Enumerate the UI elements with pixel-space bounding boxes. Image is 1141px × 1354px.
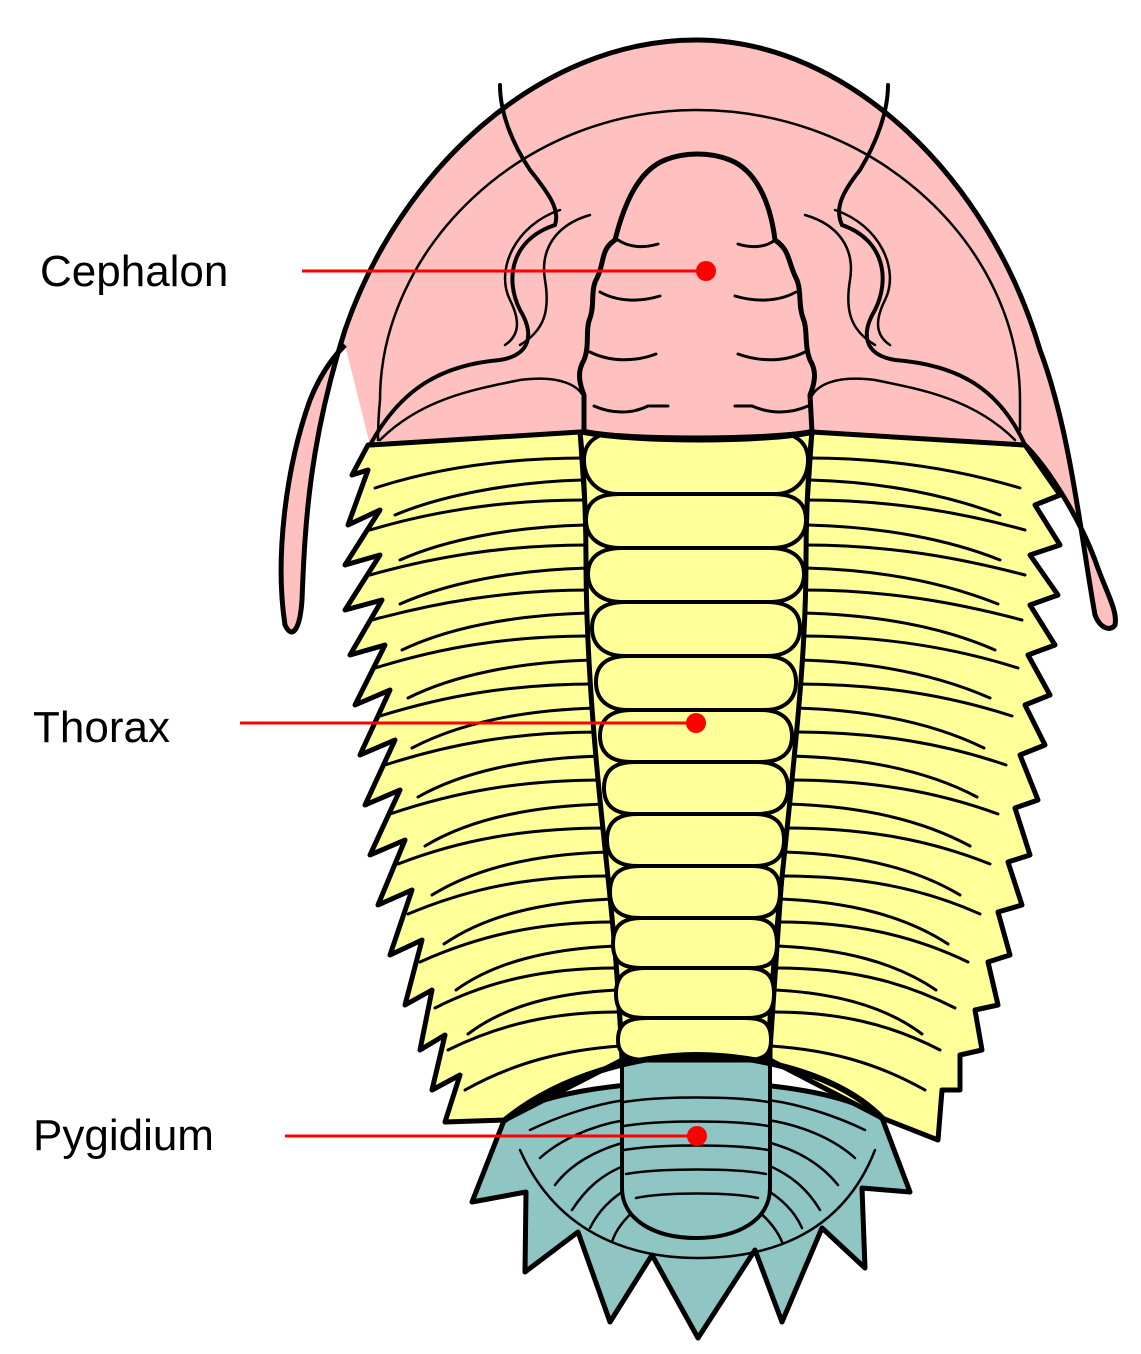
glabella (577, 151, 817, 441)
label-pygidium-group: Pygidium (33, 1111, 707, 1160)
label-cephalon-group: Cephalon (40, 247, 716, 296)
thorax-furrows-right (769, 456, 1027, 1092)
thorax-furrows-left (368, 456, 622, 1092)
label-thorax: Thorax (33, 703, 170, 752)
label-thorax-group: Thorax (33, 703, 706, 752)
leader-dot-pygidium (687, 1126, 707, 1146)
leader-dot-cephalon (696, 261, 716, 281)
cephalon (278, 37, 1118, 635)
leader-dot-thorax (686, 713, 706, 733)
pygidium-axis (620, 1056, 772, 1241)
thorax-axis-segments (582, 430, 810, 1062)
thorax-pleurae-left (342, 427, 625, 1125)
pygidium (469, 1056, 913, 1341)
label-pygidium: Pygidium (33, 1111, 214, 1160)
thorax (342, 427, 1063, 1143)
thorax-pleurae-right (767, 427, 1063, 1143)
glabellar-furrows (588, 238, 810, 414)
label-cephalon: Cephalon (40, 247, 228, 296)
